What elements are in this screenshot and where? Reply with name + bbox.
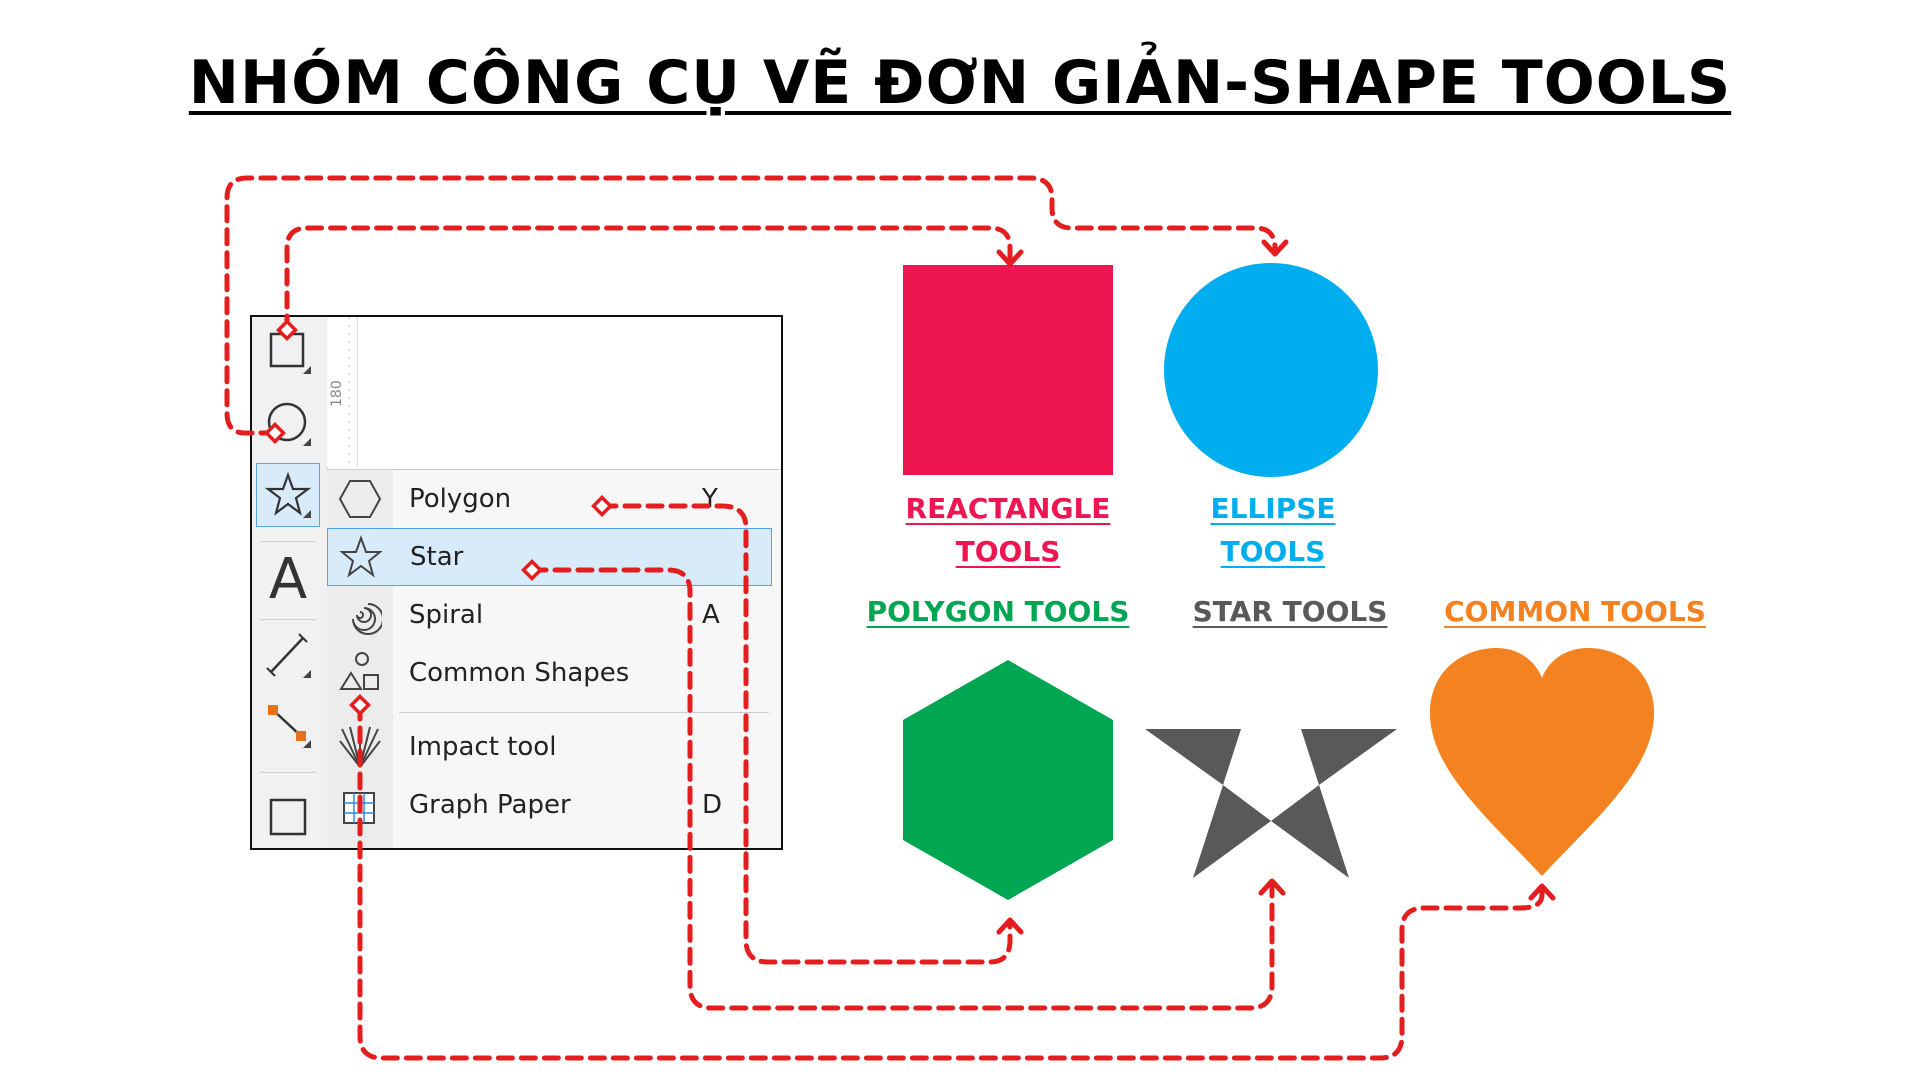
ellipse-tool-icon xyxy=(267,402,311,446)
toolbox: A xyxy=(252,317,328,848)
toolbox-separator xyxy=(260,772,316,773)
rectangle-sample xyxy=(903,265,1113,475)
ellipse-label-line-2: TOOLS xyxy=(1220,535,1326,568)
arrowhead-polygon xyxy=(996,917,1024,935)
connector-tool-button[interactable] xyxy=(256,693,320,757)
ellipse-tool-button[interactable] xyxy=(256,391,320,455)
graph-paper-icon xyxy=(335,780,385,830)
menu-item-shortcut: Y xyxy=(702,484,718,514)
menu-item-label: Star xyxy=(410,542,464,572)
rectangle-label-line-1: REACTANGLE xyxy=(905,492,1111,525)
polygon-label: POLYGON TOOLS xyxy=(866,595,1130,628)
page-title: NHÓM CÔNG CỤ VẼ ĐƠN GIẢN-SHAPE TOOLS xyxy=(188,48,1732,118)
text-tool-button[interactable]: A xyxy=(256,546,320,612)
rectangle-tool-button[interactable] xyxy=(256,319,320,383)
impact-icon xyxy=(335,722,385,772)
menu-separator xyxy=(399,712,769,713)
menu-item-star[interactable]: Star xyxy=(327,528,772,586)
connector-tool-icon xyxy=(268,705,311,748)
menu-item-label: Impact tool xyxy=(409,732,557,762)
menu-item-label: Common Shapes xyxy=(409,658,630,688)
shape-tools-flyout-menu: Polygon Y Star Spiral A Co xyxy=(327,469,781,848)
menu-item-spiral[interactable]: Spiral A xyxy=(327,586,772,644)
menu-item-common-shapes[interactable]: Common Shapes xyxy=(327,644,772,702)
menu-item-label: Spiral xyxy=(409,600,484,630)
star-sample xyxy=(1145,637,1397,878)
arrowhead-ellipse xyxy=(1261,239,1289,257)
menu-item-impact-tool[interactable]: Impact tool xyxy=(327,718,772,776)
star-tool-icon xyxy=(264,471,312,518)
arrowhead-common xyxy=(1528,883,1556,901)
star-icon xyxy=(336,532,386,582)
toolbox-separator xyxy=(260,619,316,620)
hexagon-sample xyxy=(903,660,1113,900)
drawing-canvas[interactable]: 180 xyxy=(327,317,781,467)
star-label: STAR TOOLS xyxy=(1192,595,1388,628)
star-tool-button[interactable] xyxy=(256,463,320,527)
line-tool-button[interactable] xyxy=(256,623,320,687)
canvas-guide-line xyxy=(782,317,783,467)
shape-tools-screenshot: A xyxy=(250,315,783,850)
ellipse-label-line-1: ELLIPSE xyxy=(1210,492,1336,525)
menu-item-shortcut: D xyxy=(702,790,723,820)
arrowhead-rectangle xyxy=(996,249,1024,267)
menu-item-shortcut: A xyxy=(702,600,720,630)
ellipse-label: ELLIPSE TOOLS xyxy=(1145,487,1401,573)
rectangle-label: REACTANGLE TOOLS xyxy=(880,487,1136,573)
line-tool-icon xyxy=(266,633,311,678)
common-label: COMMON TOOLS xyxy=(1444,595,1706,628)
menu-item-graph-paper[interactable]: Graph Paper D xyxy=(327,776,772,834)
extra-tool-button[interactable] xyxy=(256,779,320,843)
toolbox-separator xyxy=(260,541,316,542)
common-shapes-icon xyxy=(335,648,385,698)
ellipse-sample xyxy=(1164,263,1378,477)
menu-item-label: Polygon xyxy=(409,484,512,514)
menu-item-label: Graph Paper xyxy=(409,790,571,820)
rectangle-label-line-2: TOOLS xyxy=(955,535,1061,568)
vertical-ruler: 180 xyxy=(327,317,358,467)
rectangle-tool-icon xyxy=(269,332,311,374)
ruler-label: 180 xyxy=(329,380,345,407)
text-tool-icon: A xyxy=(268,546,308,612)
arrowhead-star xyxy=(1258,878,1286,896)
rectangle-partial-icon xyxy=(269,798,307,836)
heart-sample xyxy=(1429,648,1655,876)
spiral-icon xyxy=(335,590,385,640)
menu-item-polygon[interactable]: Polygon Y xyxy=(327,470,772,528)
hexagon-icon xyxy=(335,474,385,524)
